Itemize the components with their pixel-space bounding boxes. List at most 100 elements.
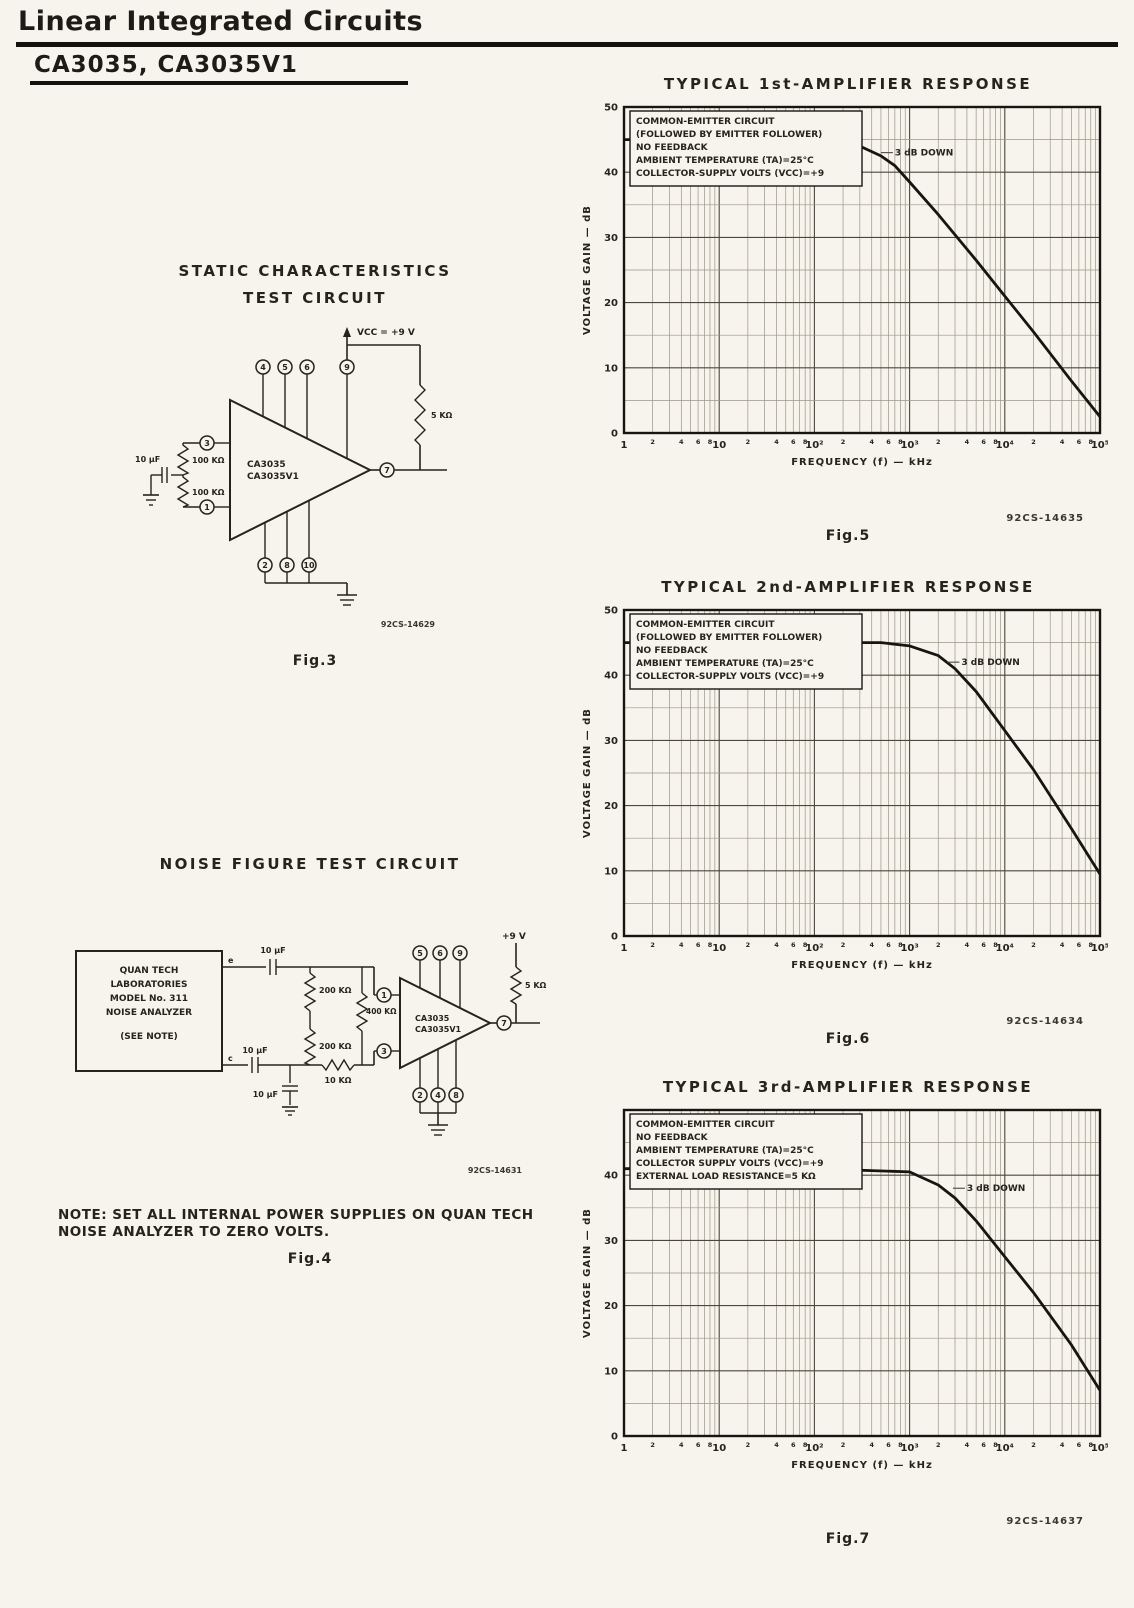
plot-frame <box>622 1108 1102 1438</box>
x-axis-label: FREQUENCY (f) — kHz <box>791 1460 933 1471</box>
x-minor-tick-label: 2 <box>650 941 655 949</box>
x-minor-tick-label: 4 <box>965 941 970 949</box>
x-tick-label: 10⁴ <box>996 1443 1014 1454</box>
x-minor-tick-label: 2 <box>841 438 846 446</box>
x-tick-label: 10³ <box>900 943 918 954</box>
x-minor-tick-label: 4 <box>774 1441 779 1449</box>
x-minor-tick-label: 6 <box>1077 941 1082 949</box>
pin-circle <box>339 359 355 375</box>
down3db-label: 3 dB DOWN <box>961 658 1019 668</box>
annotation-box <box>629 110 863 187</box>
x-minor-tick-label: 8 <box>803 438 808 446</box>
x-minor-tick-label: 2 <box>841 1441 846 1449</box>
vcc-label: VCC = +9 V <box>357 328 415 338</box>
pin-circle <box>277 359 293 375</box>
ic-label-1: CA3035 <box>415 1014 450 1023</box>
x-tick-label: 10⁴ <box>996 440 1014 451</box>
input-resistor-top <box>176 443 190 476</box>
pin-number: 8 <box>284 561 290 570</box>
pin-circle <box>199 499 215 515</box>
pin-number: 4 <box>435 1091 441 1100</box>
annotation-line: COLLECTOR-SUPPLY VOLTS (VCC)=+9 <box>636 169 824 179</box>
figure-3: STATIC CHARACTERISTICS TEST CIRCUIT VCC … <box>135 262 495 669</box>
analyzer-line3: MODEL No. 311 <box>110 994 188 1004</box>
annotation-line: NO FEEDBACK <box>636 1133 709 1143</box>
x-minor-tick-label: 6 <box>981 438 986 446</box>
cap-top-label: 10 µF <box>260 946 285 955</box>
x-minor-tick-label: 2 <box>1031 941 1036 949</box>
annotation-line: (FOLLOWED BY EMITTER FOLLOWER) <box>636 130 822 140</box>
annotation-line: COMMON-EMITTER CIRCUIT <box>636 117 775 127</box>
x-tick-label: 10 <box>712 440 726 451</box>
static-test-circuit-diagram: VCC = +9 V 5 KΩ 4 5 6 9 CA3035 CA3035V1 <box>135 327 453 629</box>
supply-label: +9 V <box>502 932 526 942</box>
annotation-line: AMBIENT TEMPERATURE (TA)=25°C <box>636 659 814 669</box>
load-resistor-label: 5 KΩ <box>431 411 453 420</box>
input-resistor-top-label: 100 KΩ <box>192 456 225 465</box>
fig4-title: NOISE FIGURE TEST CIRCUIT <box>159 855 461 873</box>
x-axis-label: FREQUENCY (f) — kHz <box>791 457 933 468</box>
x-minor-tick-label: 6 <box>791 438 796 446</box>
x-tick-label: 10⁴ <box>996 943 1014 954</box>
y-tick-label: 20 <box>604 1301 618 1312</box>
pin-number: 6 <box>437 949 443 958</box>
load-resistor-label: 5 KΩ <box>525 981 547 990</box>
annotation-line: NO FEEDBACK <box>636 143 709 153</box>
pin-number: 5 <box>282 363 288 372</box>
pin-number: 1 <box>204 503 210 512</box>
drawing-number: 92CS-14631 <box>468 1166 523 1175</box>
y-axis-label: VOLTAGE GAIN — dB <box>582 205 593 335</box>
pin-number: 3 <box>381 1047 387 1056</box>
annotation-line: EXTERNAL LOAD RESISTANCE=5 KΩ <box>636 1172 816 1182</box>
ic-label-1: CA3035 <box>247 460 286 470</box>
vcc-arrow <box>343 327 351 337</box>
x-minor-tick-label: 8 <box>803 1441 808 1449</box>
resistor-200k-bottom <box>303 1028 317 1066</box>
x-minor-tick-label: 8 <box>1089 941 1094 949</box>
y-tick-label: 30 <box>604 233 618 244</box>
input-resistor-bottom-label: 100 KΩ <box>192 488 225 497</box>
resistor-400k-label: 400 KΩ <box>366 1007 397 1016</box>
fig7-title: TYPICAL 3rd-AMPLIFIER RESPONSE <box>662 1078 1034 1096</box>
y-tick-label: 40 <box>604 1171 618 1182</box>
cap-bottom-label: 10 µF <box>242 1046 267 1055</box>
amplifier-triangle <box>229 398 373 542</box>
annotation-line: COLLECTOR SUPPLY VOLTS (VCC)=+9 <box>636 1159 824 1169</box>
annotation-line: AMBIENT TEMPERATURE (TA)=25°C <box>636 156 814 166</box>
pin-number: 10 <box>303 561 315 570</box>
load-resistor <box>414 384 426 446</box>
x-tick-label: 10⁵ <box>1091 1443 1108 1454</box>
annotation-line: COMMON-EMITTER CIRCUIT <box>636 1120 775 1130</box>
annotation-line: NO FEEDBACK <box>636 646 709 656</box>
x-minor-tick-label: 8 <box>898 438 903 446</box>
drawing-number: 92CS-14637 <box>1006 1516 1084 1527</box>
pin-circle <box>412 945 428 961</box>
amplifier-triangle <box>399 976 493 1070</box>
x-minor-tick-label: 4 <box>679 438 684 446</box>
x-minor-tick-label: 4 <box>774 438 779 446</box>
fig6-caption: Fig.6 <box>825 1031 871 1047</box>
y-axis-label: VOLTAGE GAIN — dB <box>582 1208 593 1338</box>
x-tick-label: 10 <box>712 1443 726 1454</box>
x-minor-tick-label: 4 <box>679 941 684 949</box>
pin-circle <box>255 359 271 375</box>
note-line1: NOTE: SET ALL INTERNAL POWER SUPPLIES ON… <box>58 1207 534 1223</box>
pin-number: 1 <box>381 991 387 1000</box>
x-minor-tick-label: 4 <box>869 438 874 446</box>
resistor-200k-top <box>303 972 317 1012</box>
x-minor-tick-label: 8 <box>993 438 998 446</box>
x-minor-tick-label: 8 <box>898 941 903 949</box>
plot-frame <box>622 105 1102 435</box>
drawing-number: 92CS-14629 <box>381 620 436 629</box>
page-header: Linear Integrated Circuits CA3035, CA303… <box>16 6 1118 85</box>
annotation-line: (FOLLOWED BY EMITTER FOLLOWER) <box>636 633 822 643</box>
x-minor-tick-label: 6 <box>696 438 701 446</box>
x-minor-tick-label: 6 <box>1077 1441 1082 1449</box>
y-tick-label: 10 <box>604 866 618 877</box>
analyzer-line1: QUAN TECH <box>120 966 179 976</box>
y-tick-label: 40 <box>604 168 618 179</box>
drawing-number: 92CS-14635 <box>1006 513 1084 524</box>
